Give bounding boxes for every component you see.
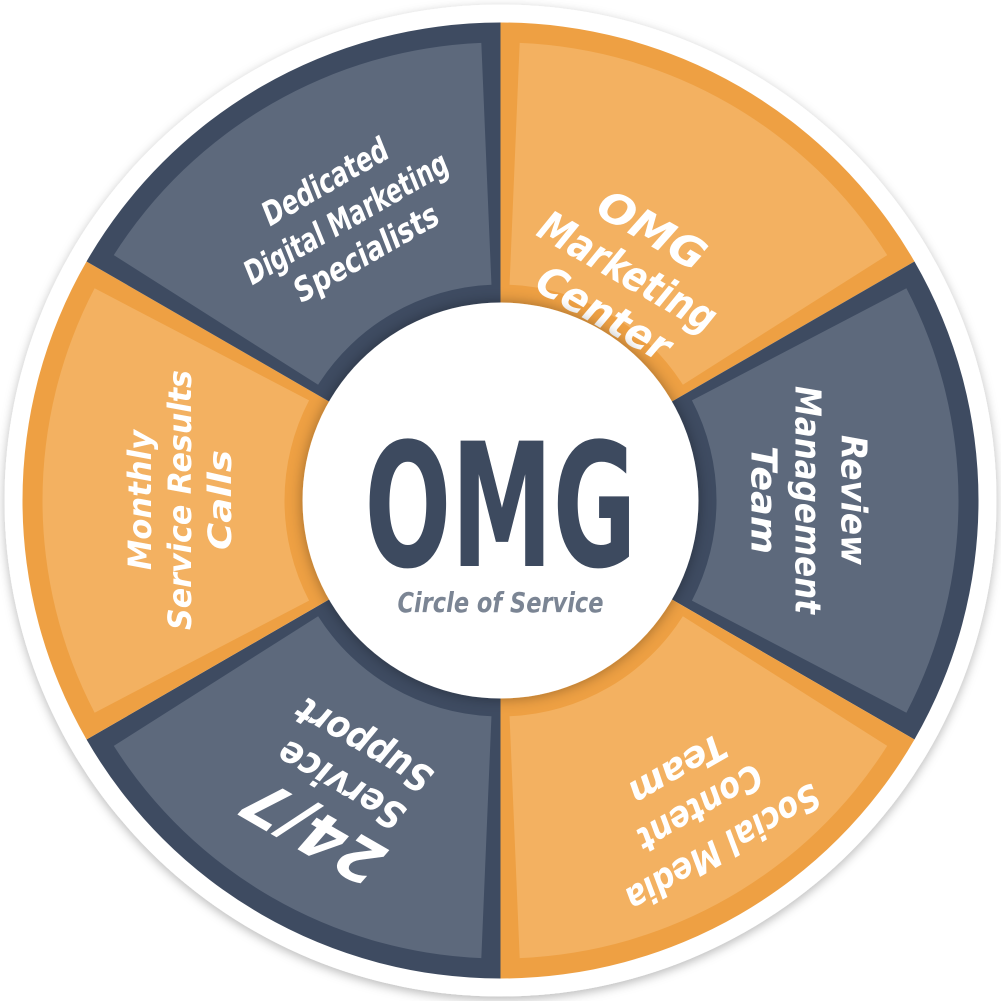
segment-fill <box>113 616 492 959</box>
segment-label-line: Review <box>832 435 873 566</box>
segment-label-line: Calls <box>201 450 239 550</box>
segment-label-line: Team <box>742 446 783 554</box>
segment-fill <box>691 288 959 713</box>
segment-label-line: Service Results <box>161 370 199 630</box>
segment-label-line: Monthly <box>121 429 159 570</box>
segment-fill <box>509 42 888 385</box>
center-title: OMG <box>365 406 637 607</box>
segment-fill <box>113 42 492 385</box>
center-hub: OMG Circle of Service <box>302 302 699 699</box>
center-circle <box>302 302 699 699</box>
center-subtitle: Circle of Service <box>398 586 604 619</box>
segments-layer: OMGMarketingCenterReviewManagementTeamSo… <box>22 22 979 979</box>
segment-fill <box>42 288 310 713</box>
segment-fill <box>509 616 888 959</box>
segment-label-line: Management <box>786 386 827 616</box>
